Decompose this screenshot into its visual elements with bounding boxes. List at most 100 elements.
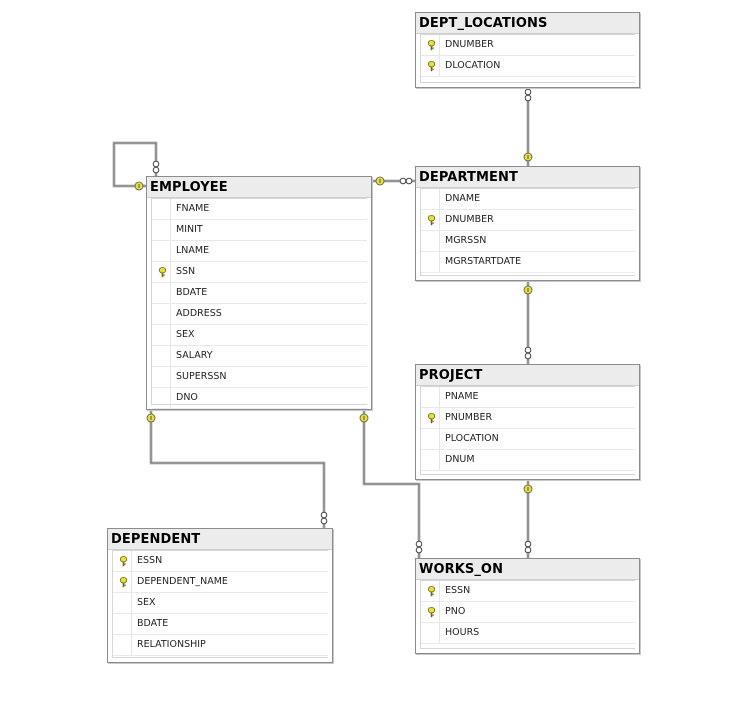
column-row[interactable]: SEX bbox=[152, 325, 367, 346]
row-separator bbox=[439, 602, 440, 622]
column-name: DLOCATION bbox=[445, 60, 501, 71]
works-on-many-end-essn bbox=[415, 546, 423, 554]
department-employee-many-end bbox=[405, 177, 413, 185]
table-project[interactable]: PROJECT PNAME PNUMBER PLOCATION DNUM bbox=[415, 364, 640, 480]
column-row[interactable]: DNUMBER bbox=[421, 35, 635, 56]
row-separator bbox=[131, 614, 132, 634]
column-row[interactable]: DEPENDENT_NAME bbox=[113, 572, 328, 593]
column-name: SSN bbox=[176, 266, 196, 277]
dept-locations-many-end bbox=[524, 94, 532, 102]
column-row[interactable]: PLOCATION bbox=[421, 429, 635, 450]
employee-dependent-line-halo bbox=[149, 408, 326, 528]
row-separator bbox=[170, 388, 171, 408]
row-separator bbox=[439, 189, 440, 209]
column-name: ESSN bbox=[137, 555, 163, 566]
employee-works-on-line[interactable] bbox=[363, 408, 420, 558]
column-row[interactable]: SEX bbox=[113, 593, 328, 614]
row-separator bbox=[439, 252, 440, 272]
column-row[interactable]: DNUM bbox=[421, 450, 635, 471]
project-many-end bbox=[524, 346, 532, 354]
primary-key-icon bbox=[117, 572, 129, 592]
column-name: BDATE bbox=[176, 287, 208, 298]
employee-supervisor-many-end bbox=[152, 160, 160, 168]
column-row[interactable]: SUPERSSN bbox=[152, 367, 367, 388]
column-row[interactable]: ESSN bbox=[113, 551, 328, 572]
column-row[interactable]: ESSN bbox=[421, 581, 635, 602]
table-title: DEPT_LOCATIONS bbox=[416, 13, 639, 34]
column-list: PNAME PNUMBER PLOCATION DNUM bbox=[420, 386, 635, 475]
column-list: DNAME DNUMBER MGRSSN MGRSTARTDATE bbox=[420, 188, 635, 276]
row-separator bbox=[170, 325, 171, 345]
primary-key-icon bbox=[425, 35, 437, 55]
column-row[interactable]: BDATE bbox=[113, 614, 328, 635]
column-name: MINIT bbox=[176, 224, 203, 235]
primary-key-icon bbox=[425, 56, 437, 76]
column-row[interactable]: LNAME bbox=[152, 241, 367, 262]
row-separator bbox=[170, 220, 171, 240]
column-row[interactable]: FNAME bbox=[152, 199, 367, 220]
column-row[interactable]: SSN bbox=[152, 262, 367, 283]
column-row[interactable]: DNAME bbox=[421, 189, 635, 210]
column-name: RELATIONSHIP bbox=[137, 639, 206, 650]
column-name: DNO bbox=[176, 392, 198, 403]
employee-dependent-line[interactable] bbox=[150, 408, 325, 528]
dept-locations-many-end bbox=[524, 88, 532, 96]
table-title: PROJECT bbox=[416, 365, 639, 386]
row-separator bbox=[439, 210, 440, 230]
table-dept-locations[interactable]: DEPT_LOCATIONS DNUMBER DLOCATION bbox=[415, 12, 640, 88]
row-separator bbox=[170, 283, 171, 303]
column-name: DNUMBER bbox=[445, 39, 494, 50]
column-row[interactable]: RELATIONSHIP bbox=[113, 635, 328, 656]
works-on-many-end-pno bbox=[524, 540, 532, 548]
column-row[interactable]: PNAME bbox=[421, 387, 635, 408]
column-name: PLOCATION bbox=[445, 433, 499, 444]
column-name: DEPENDENT_NAME bbox=[137, 576, 228, 587]
primary-key-icon bbox=[425, 210, 437, 230]
employee-supervisor-line[interactable] bbox=[113, 142, 157, 187]
column-name: BDATE bbox=[137, 618, 169, 629]
column-name: FNAME bbox=[176, 203, 210, 214]
column-row[interactable]: SALARY bbox=[152, 346, 367, 367]
row-separator bbox=[170, 262, 171, 282]
column-row[interactable]: MGRSSN bbox=[421, 231, 635, 252]
column-row[interactable]: PNUMBER bbox=[421, 408, 635, 429]
primary-key-icon bbox=[425, 602, 437, 622]
column-row[interactable]: HOURS bbox=[421, 623, 635, 644]
row-separator bbox=[439, 429, 440, 449]
column-name: MGRSTARTDATE bbox=[445, 256, 522, 267]
row-separator bbox=[131, 593, 132, 613]
column-row[interactable]: DNO bbox=[152, 388, 367, 409]
column-row[interactable]: DNUMBER bbox=[421, 210, 635, 231]
column-row[interactable]: MINIT bbox=[152, 220, 367, 241]
table-title: WORKS_ON bbox=[416, 559, 639, 580]
row-separator bbox=[131, 572, 132, 592]
row-separator bbox=[439, 231, 440, 251]
column-row[interactable]: PNO bbox=[421, 602, 635, 623]
row-separator bbox=[170, 199, 171, 219]
column-name: ESSN bbox=[445, 585, 471, 596]
row-separator bbox=[439, 35, 440, 55]
column-row[interactable]: DLOCATION bbox=[421, 56, 635, 77]
column-name: PNAME bbox=[445, 391, 479, 402]
column-name: PNUMBER bbox=[445, 412, 493, 423]
row-separator bbox=[439, 581, 440, 601]
column-name: DNAME bbox=[445, 193, 481, 204]
column-name: MGRSSN bbox=[445, 235, 487, 246]
dependent-many-end bbox=[320, 517, 328, 525]
column-row[interactable]: MGRSTARTDATE bbox=[421, 252, 635, 273]
row-separator bbox=[439, 56, 440, 76]
row-separator bbox=[170, 346, 171, 366]
primary-key-icon bbox=[425, 581, 437, 601]
column-row[interactable]: ADDRESS bbox=[152, 304, 367, 325]
row-separator bbox=[439, 450, 440, 470]
column-row[interactable]: BDATE bbox=[152, 283, 367, 304]
table-title: EMPLOYEE bbox=[147, 177, 371, 198]
column-name: SUPERSSN bbox=[176, 371, 227, 382]
